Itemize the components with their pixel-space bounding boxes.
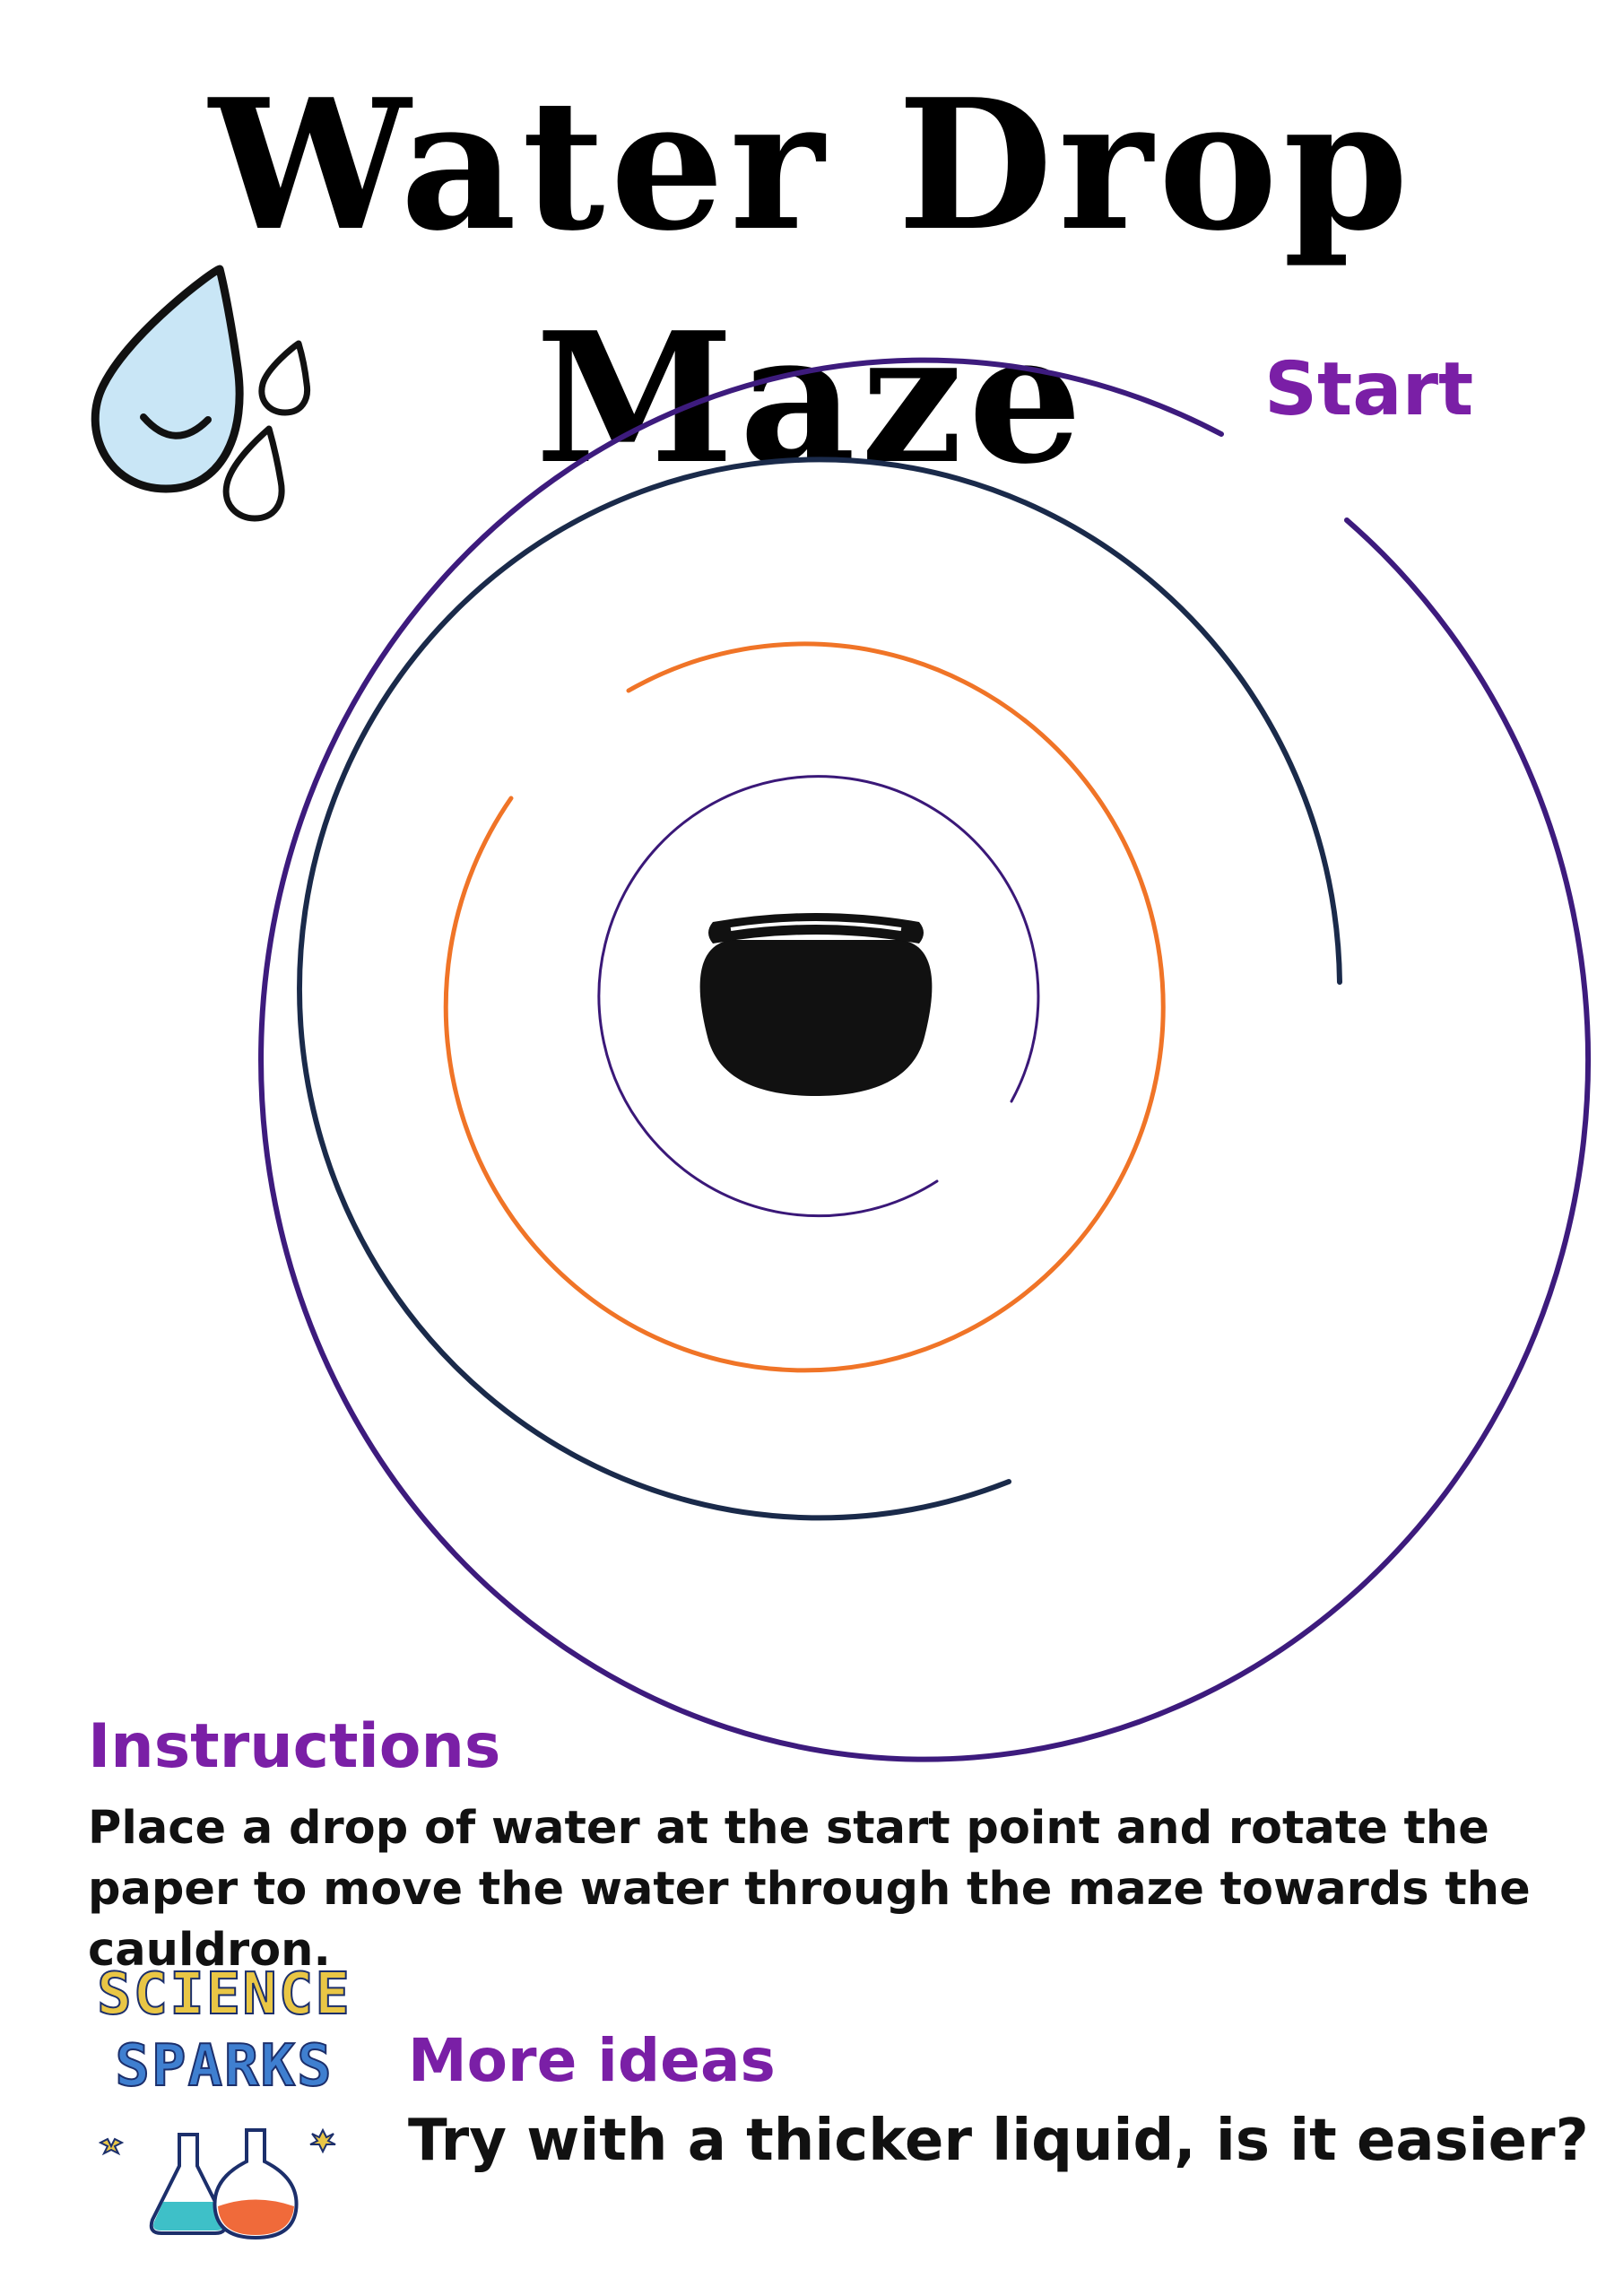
instructions-body: Place a drop of water at the start point…	[88, 1802, 1531, 1977]
cauldron-icon	[699, 913, 933, 1096]
maze-ring-inner	[597, 775, 1040, 1218]
maze-ring-second	[297, 457, 1342, 1521]
instructions-heading: Instructions	[88, 1711, 501, 1782]
water-drops-icon	[91, 265, 311, 522]
logo-line1: SCIENCE	[96, 1961, 352, 2029]
flask-icon	[98, 2127, 336, 2240]
logo-line2: SPARKS	[114, 2032, 334, 2100]
page-title: Water Drop Maze	[209, 60, 1414, 504]
more-ideas-body: Try with a thicker liquid, is it easier?	[408, 2108, 1589, 2174]
maze-ring-outer	[258, 357, 1592, 1762]
maze-ring-third	[443, 641, 1166, 1373]
more-ideas-heading: More ideas	[408, 2026, 776, 2095]
start-label: Start	[1264, 347, 1474, 432]
science-sparks-logo: SCIENCE SPARKS	[81, 1960, 368, 2247]
